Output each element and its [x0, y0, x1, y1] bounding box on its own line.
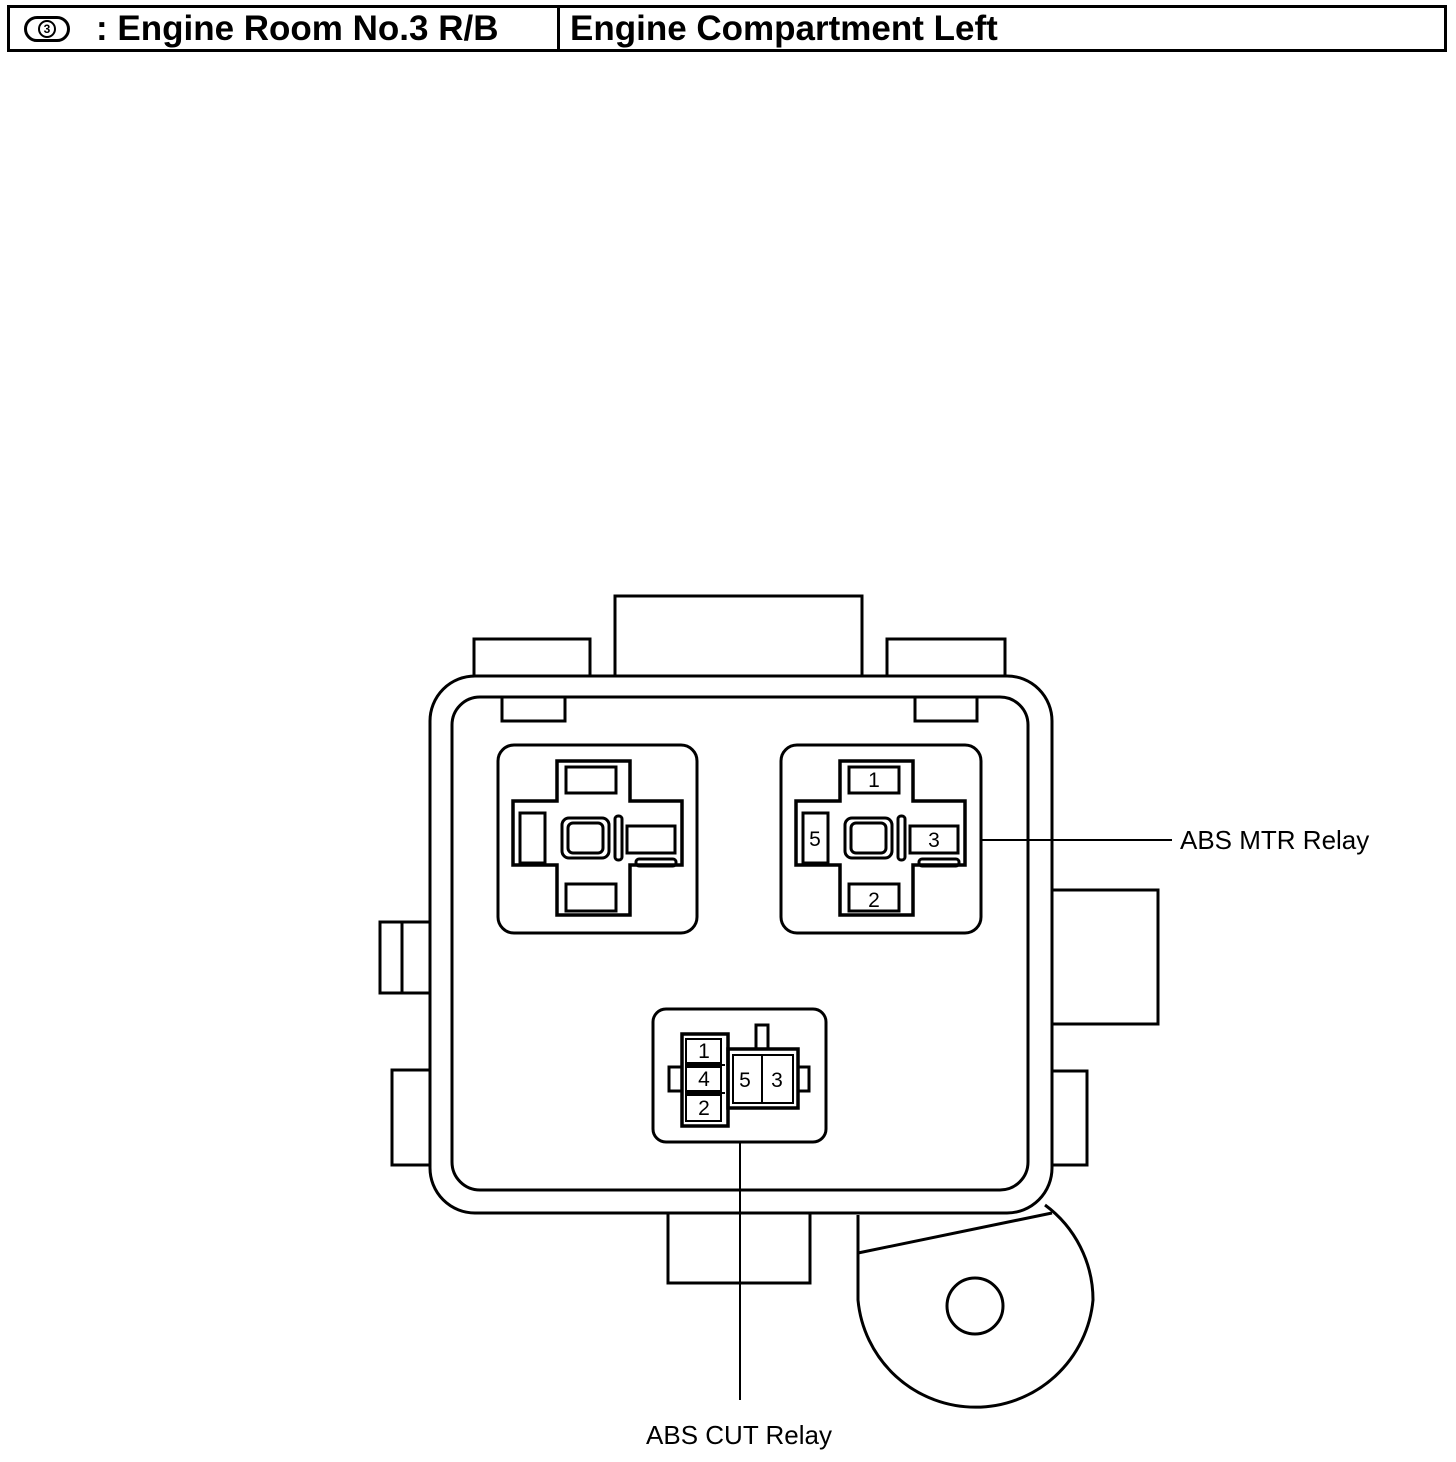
pin-number: 1 [698, 1040, 710, 1063]
pin-number: 4 [698, 1068, 710, 1091]
latch-slot-right [913, 697, 979, 723]
pin-number: 2 [698, 1097, 710, 1120]
header-location: Engine Compartment Left [570, 9, 998, 48]
badge-number: 3 [38, 19, 56, 38]
latch-slot-left [500, 697, 567, 723]
mounting-bracket [856, 1203, 1095, 1409]
relay-socket-left [496, 743, 699, 935]
header-title: : Engine Room No.3 R/B [96, 9, 499, 48]
connector-badge-icon: 3 [24, 15, 70, 42]
relay-socket-abs-cut [651, 1007, 828, 1144]
pin-number: 3 [928, 829, 940, 852]
label-abs-cut-relay: ABS CUT Relay [646, 1420, 832, 1450]
pin-number: 5 [739, 1069, 751, 1092]
header-location-cell: Engine Compartment Left [560, 8, 1444, 49]
header-bar: 3 : Engine Room No.3 R/B Engine Compartm… [7, 5, 1447, 52]
pin-number: 5 [809, 828, 821, 851]
relay-block-housing [428, 674, 1054, 1215]
header-title-cell: 3 : Engine Room No.3 R/B [10, 8, 560, 49]
left-tabs [378, 920, 430, 1167]
top-tabs [472, 594, 1007, 676]
right-tabs [1052, 888, 1160, 1167]
label-abs-mtr-relay: ABS MTR Relay [1180, 825, 1369, 855]
pin-number: 2 [868, 889, 880, 912]
pin-number: 1 [868, 769, 880, 792]
bolt-hole-icon [945, 1276, 1005, 1336]
pin-number: 3 [771, 1069, 783, 1092]
